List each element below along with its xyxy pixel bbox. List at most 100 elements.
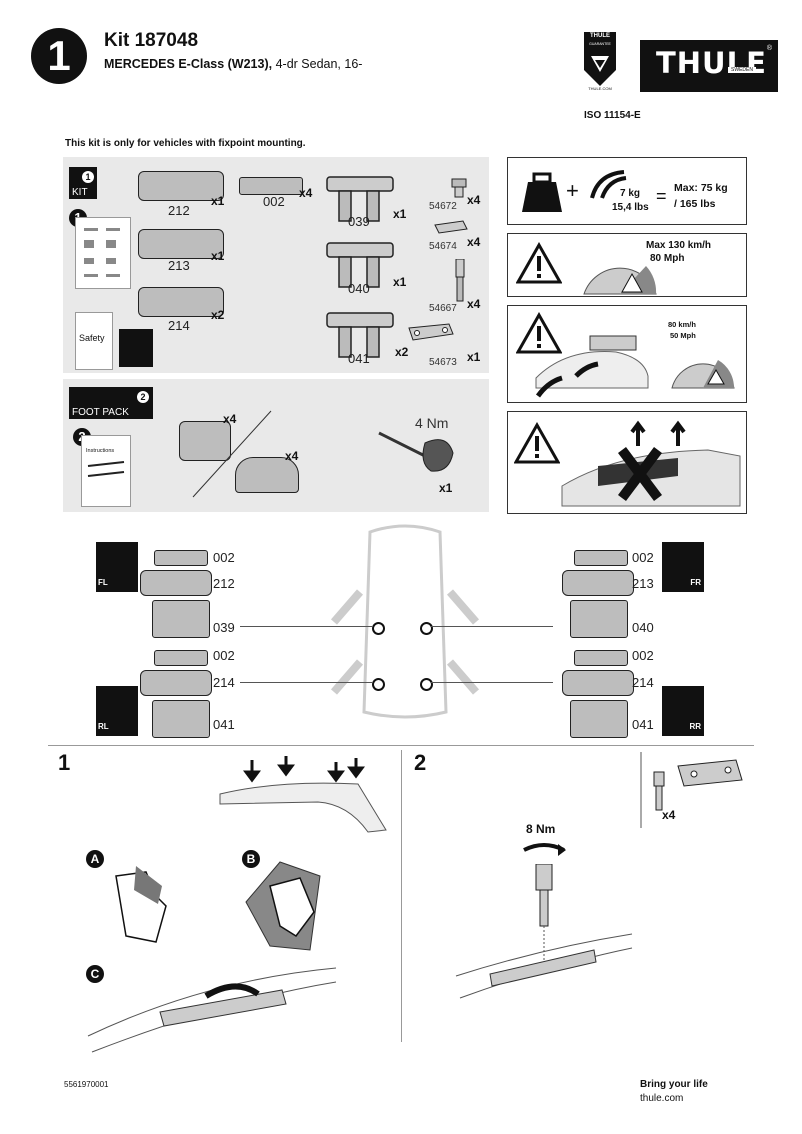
rr-bottom-code: 041	[632, 717, 654, 732]
foot-pack-badge: 2	[137, 391, 149, 403]
step-2-number: 2	[414, 750, 427, 775]
bolt-insertion-illustration	[455, 864, 633, 999]
load-info-box: + 7 kg 15,4 lbs = Max: 75 kg / 165 lbs	[507, 157, 747, 225]
base-part-212	[138, 171, 224, 201]
fr-mid-code: 213	[632, 576, 654, 591]
brand-tagline: Bring your life	[640, 1079, 708, 1090]
guarantee-url: THULE.COM	[588, 86, 612, 91]
car-top-view	[330, 524, 480, 719]
divider-line	[192, 410, 272, 498]
guarantee-text: GUARANTEE	[589, 42, 611, 46]
brand-url[interactable]: thule.com	[640, 1093, 684, 1104]
cleaning-cloth-illustration	[245, 861, 321, 951]
part-code-040: 040	[348, 281, 370, 296]
logo-sub: SWEDEN	[728, 67, 756, 73]
load-warning-box: 80 km/h 50 Mph	[507, 305, 747, 403]
bolt-qty: x4	[662, 808, 676, 822]
cleaning-spray-illustration	[115, 866, 167, 943]
kit-badge: 1	[82, 171, 94, 183]
thule-logo: THULE SWEDEN ®	[640, 40, 778, 92]
logo-text: THULE	[656, 46, 767, 80]
torque-key	[375, 429, 455, 479]
part-qty-041: x2	[395, 345, 409, 359]
torque-label-4nm: 4 Nm	[415, 415, 449, 431]
kit-panel: 1 KIT 1 Safety 212 x1 213 x1 214 x2 002 …	[63, 157, 489, 373]
max-load-lbs: / 165 lbs	[674, 198, 716, 210]
part-qty-54673: x1	[467, 350, 481, 364]
part-code-54673: 54673	[429, 357, 457, 368]
part-qty-039: x1	[393, 207, 407, 221]
stack-fl-base	[140, 570, 212, 596]
fixpoint-rr	[420, 678, 433, 691]
stack-rr-bracket	[570, 700, 628, 738]
vehicle-sheet	[119, 329, 153, 367]
stack-rl-bracket	[152, 700, 210, 738]
corner-box-rr: RR	[662, 686, 704, 736]
fl-mid-code: 212	[213, 576, 235, 591]
logo-reg: ®	[766, 45, 772, 52]
pad-part-002	[239, 177, 303, 195]
substep-c-badge: C	[86, 965, 104, 983]
base-part-213	[138, 229, 224, 259]
corner-label-rr: RR	[689, 722, 701, 731]
corner-box-fr: FR	[662, 542, 704, 592]
corner-box-rl: RL	[96, 686, 138, 736]
stack-rl-base	[140, 670, 212, 696]
part-qty-213: x1	[211, 249, 225, 263]
part-qty-54667: x4	[467, 297, 481, 311]
hardware-separator	[640, 752, 642, 828]
speedometer-icon-2	[671, 360, 735, 389]
max-load: Max: 75 kg	[674, 182, 728, 194]
step-badge: 1	[31, 28, 87, 84]
steps-vertical-divider	[401, 750, 402, 1042]
part-code-214: 214	[168, 318, 190, 333]
fixpoint-notice: This kit is only for vehicles with fixpo…	[65, 138, 306, 149]
iso-standard: ISO 11154-E	[584, 110, 641, 121]
leader-rr	[431, 682, 553, 683]
rl-mid-code: 214	[213, 675, 235, 690]
part-code-54672: 54672	[429, 201, 457, 212]
fixpoint-cover-illustration	[87, 967, 337, 1053]
leader-fr	[431, 626, 553, 627]
part-code-039: 039	[348, 214, 370, 229]
foot-instruction-sheet: Instructions	[81, 435, 131, 507]
stack-fr-bracket	[570, 600, 628, 638]
part-code-54667: 54667	[429, 303, 457, 314]
foot-instructions-label: Instructions	[86, 448, 115, 454]
part-code-212: 212	[168, 203, 190, 218]
guarantee-badge: THULE GUARANTEE THULE.COM	[582, 30, 618, 92]
plus-sign: +	[566, 178, 579, 203]
speed-max: Max 130 km/h	[646, 240, 712, 251]
stack-rl-pad	[154, 650, 208, 666]
corner-box-fl: FL	[96, 542, 138, 592]
corner-label-rl: RL	[98, 722, 109, 731]
warning-triangle-icon	[516, 242, 562, 284]
roof-bar-icon	[590, 170, 627, 199]
substep-b-badge: B	[242, 850, 260, 868]
bolt-and-plate-icon	[653, 759, 743, 811]
instruction-sheet	[75, 217, 131, 289]
kit-title: Kit 187048	[104, 30, 199, 51]
bracket-part-039	[325, 171, 397, 223]
rr-mid-code: 214	[632, 675, 654, 690]
corner-label-fl: FL	[98, 578, 108, 587]
stack-fl-bracket	[152, 600, 210, 638]
leader-fl	[240, 626, 372, 627]
kit-label-box: 1 KIT	[69, 167, 97, 199]
stack-fr-pad	[574, 550, 628, 566]
speed2-kmh: 80 km/h	[668, 320, 696, 329]
fixpoint-fr	[420, 622, 433, 635]
stack-rr-pad	[574, 650, 628, 666]
stack-fr-base	[562, 570, 634, 596]
stack-rr-base	[562, 670, 634, 696]
bar-weight-lbs: 15,4 lbs	[612, 202, 649, 213]
part-code-213: 213	[168, 258, 190, 273]
steps-divider	[48, 745, 754, 746]
part-code-002: 002	[263, 194, 285, 209]
substep-a-badge: A	[86, 850, 104, 868]
speedometer-icon	[583, 266, 657, 295]
plate-part-54673	[405, 322, 455, 342]
rr-top-code: 002	[632, 648, 654, 663]
warning-triangle-icon-3	[514, 422, 560, 464]
no-lift-icon	[561, 420, 741, 507]
